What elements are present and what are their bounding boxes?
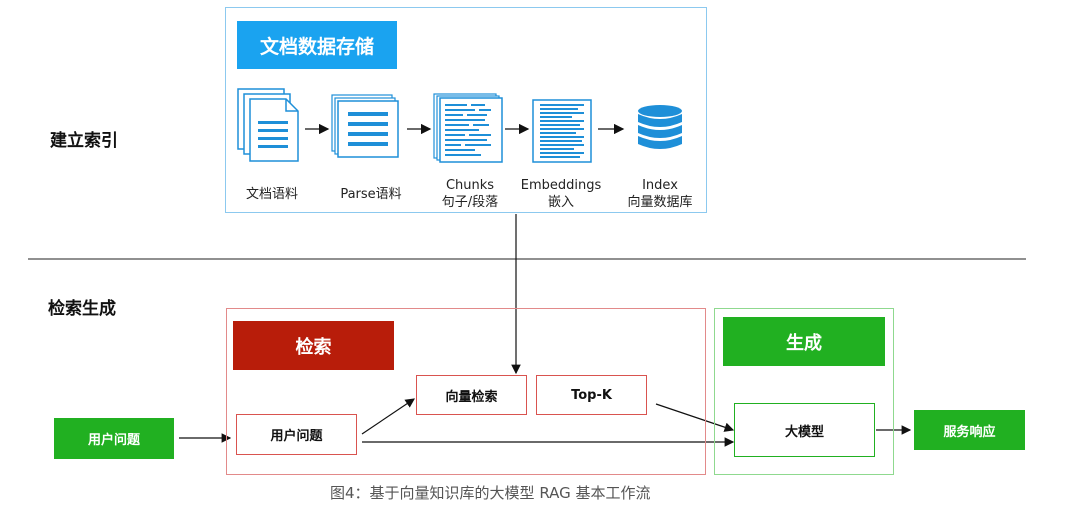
step-label-parse-line1: Parse语料 bbox=[340, 187, 402, 202]
retrieval-title: 检索 bbox=[233, 321, 394, 370]
section-label-index: 建立索引 bbox=[50, 131, 118, 151]
database-icon bbox=[636, 104, 684, 154]
step-label-index: Index 向量数据库 bbox=[614, 177, 706, 211]
step-label-embeddings-line1: Embeddings bbox=[520, 178, 602, 193]
vector-search-node: 向量检索 bbox=[416, 375, 527, 415]
step-label-chunks-line1: Chunks bbox=[445, 178, 495, 193]
step-label-chunks-line2: 句子/段落 bbox=[441, 195, 499, 210]
retrieval-panel bbox=[226, 308, 706, 475]
step-label-index-line2: 向量数据库 bbox=[627, 195, 693, 210]
step-label-index-line1: Index bbox=[642, 178, 678, 193]
step-label-embeddings: Embeddings 嵌入 bbox=[511, 177, 611, 211]
section-label-retrieve-generate: 检索生成 bbox=[48, 299, 116, 319]
figure-caption: 图4：基于向量知识库的大模型 RAG 基本工作流 bbox=[330, 484, 651, 502]
llm-node: 大模型 bbox=[734, 403, 875, 457]
embeddings-icon bbox=[532, 99, 592, 163]
chunks-icon bbox=[433, 93, 503, 163]
user-query-node: 用户问题 bbox=[236, 414, 357, 455]
doc-store-panel bbox=[225, 7, 707, 213]
user-question-input: 用户问题 bbox=[54, 418, 174, 459]
step-label-docs-line1: 文档语料 bbox=[245, 187, 298, 202]
generation-title: 生成 bbox=[723, 317, 885, 366]
documents-icon bbox=[236, 87, 302, 163]
step-label-docs: 文档语料 bbox=[232, 186, 312, 203]
service-response-output: 服务响应 bbox=[914, 410, 1025, 450]
parsed-document-icon bbox=[331, 94, 401, 158]
arrow-topk-to-llm bbox=[655, 403, 735, 432]
step-label-embeddings-line2: 嵌入 bbox=[547, 195, 574, 210]
step-label-chunks: Chunks 句子/段落 bbox=[425, 177, 515, 211]
arrow-query-to-vector-search bbox=[361, 398, 415, 435]
topk-node: Top-K bbox=[536, 375, 647, 415]
doc-store-title: 文档数据存储 bbox=[237, 21, 397, 69]
step-label-parse: Parse语料 bbox=[326, 186, 416, 203]
generation-panel bbox=[714, 308, 894, 475]
